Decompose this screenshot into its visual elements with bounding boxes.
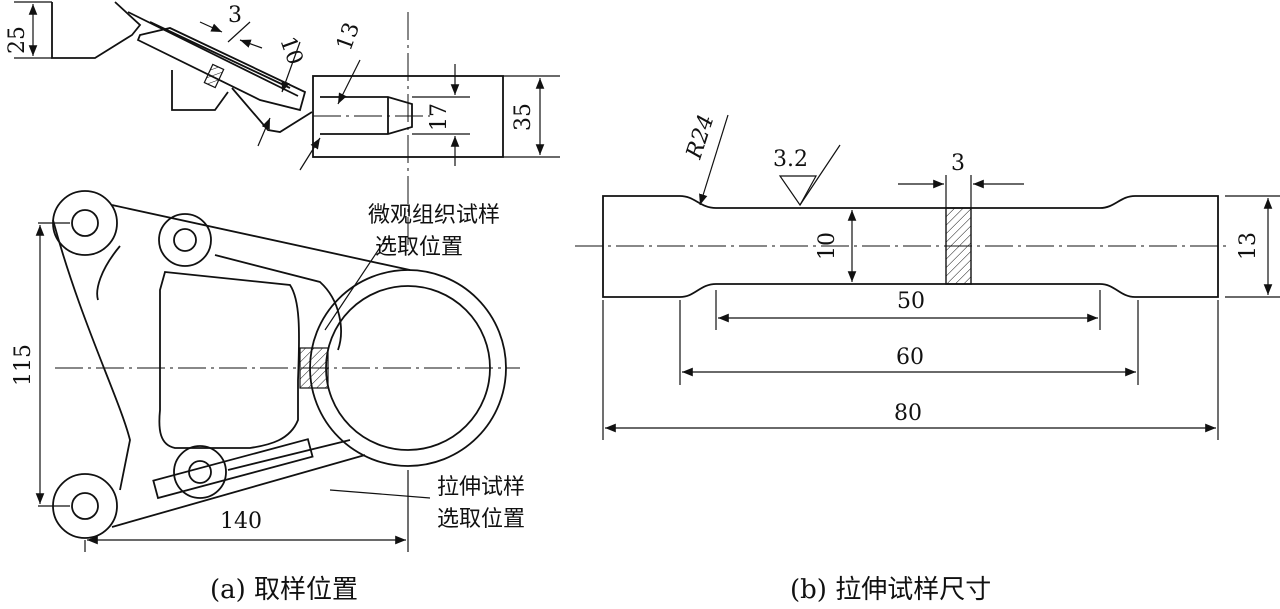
section-dimensions (14, 1, 560, 171)
part-b-tensile-specimen (575, 114, 1280, 440)
specimen-dimensions (602, 114, 1280, 440)
part-a-sampling-location (14, 1, 560, 552)
tensile-sample-label-2: 选取位置 (437, 507, 525, 532)
dim-140: 140 (220, 509, 262, 534)
dim-3: 3 (228, 3, 242, 28)
part-a-labels: 25 3 10 13 17 35 115 140 微观组织试样 选取位置 拉伸试… (5, 3, 536, 605)
dim-60: 60 (896, 345, 924, 370)
dim-13-b: 13 (1236, 232, 1261, 260)
dim-10: 10 (274, 34, 307, 69)
dim-25: 25 (5, 26, 30, 54)
dim-80: 80 (894, 401, 922, 426)
caption-a: (a) 取样位置 (210, 575, 358, 605)
section-view (51, 1, 504, 245)
specimen-outline (602, 195, 1219, 298)
dim-r24: R24 (682, 112, 720, 163)
bracket-outline (52, 190, 520, 539)
dim-13: 13 (332, 19, 365, 54)
micro-sample-label-1: 微观组织试样 (368, 203, 500, 228)
bracket-dimensions (35, 222, 431, 552)
dim-115: 115 (11, 344, 36, 386)
dim-50: 50 (897, 289, 925, 314)
roughness-value: 3.2 (773, 147, 808, 172)
dim-3-b: 3 (951, 151, 965, 176)
micro-sample-label-2: 选取位置 (375, 235, 463, 260)
dim-35: 35 (511, 103, 536, 131)
part-b-labels: R24 3.2 3 10 13 50 60 80 (b) 拉伸试样尺寸 (682, 112, 1261, 605)
dim-17: 17 (427, 103, 452, 131)
caption-b: (b) 拉伸试样尺寸 (790, 575, 991, 605)
dim-10-b: 10 (815, 232, 840, 260)
tensile-sample-label-1: 拉伸试样 (437, 475, 525, 500)
